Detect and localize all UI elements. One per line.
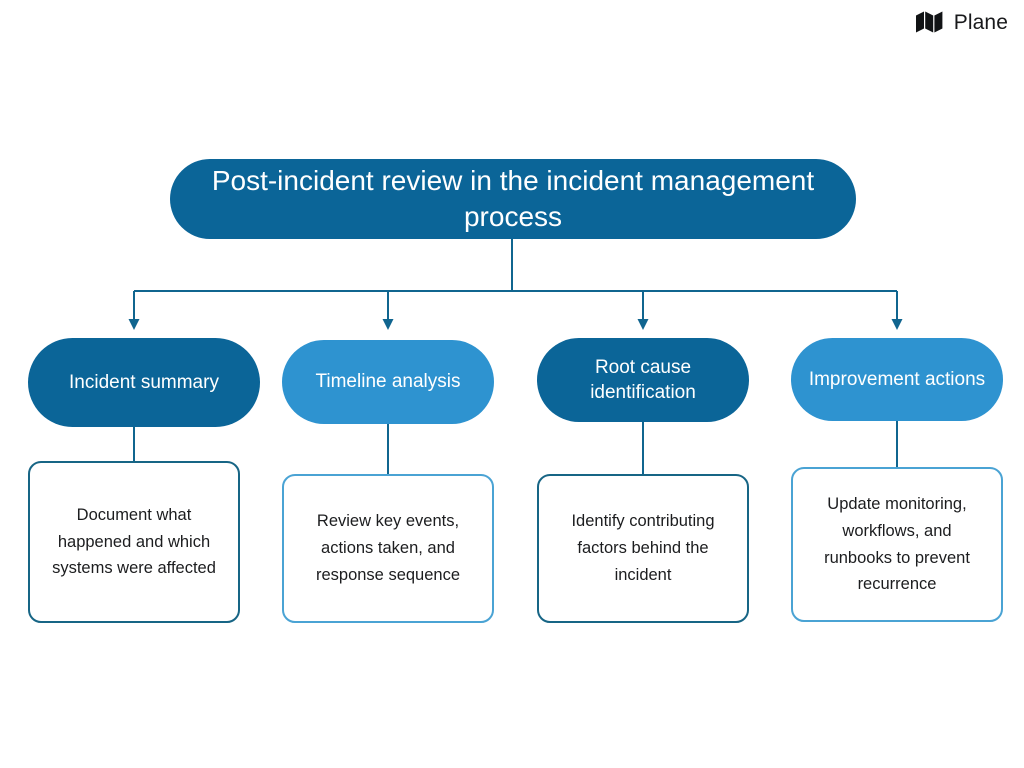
arrowhead-4	[891, 319, 903, 330]
branch-node-incident-summary[interactable]: Incident summary	[28, 338, 260, 427]
branch-node-label: Incident summary	[69, 371, 219, 393]
arrowhead-3	[637, 319, 649, 330]
branch-description-text: Review key events, actions taken, and re…	[315, 512, 461, 584]
page-title: Post-incident review in the incident man…	[211, 165, 815, 232]
branch-node-label: Improvement actions	[808, 368, 986, 390]
branch-node-improvement-actions[interactable]: Improvement actions	[791, 338, 1003, 421]
branch-description-root-cause-identification: Identify contributing factors behind the…	[537, 474, 749, 623]
diagram-title-pill: Post-incident review in the incident man…	[170, 159, 856, 239]
arrowhead-2	[382, 319, 394, 330]
arrowhead-1	[128, 319, 140, 330]
branch-description-text: Identify contributing factors behind the…	[571, 512, 715, 584]
brand-logo: Plane	[915, 10, 1008, 34]
branch-description-incident-summary: Document what happened and which systems…	[28, 461, 240, 623]
branch-description-improvement-actions: Update monitoring, workflows, and runboo…	[791, 467, 1003, 622]
branch-description-text: Update monitoring, workflows, and runboo…	[824, 495, 970, 594]
branch-description-timeline-analysis: Review key events, actions taken, and re…	[282, 474, 494, 623]
branch-node-label: Timeline analysis	[315, 371, 461, 393]
branch-description-text: Document what happened and which systems…	[52, 505, 216, 578]
plane-logo-icon	[915, 11, 943, 33]
branch-node-root-cause-identification[interactable]: Root cause identification	[537, 338, 749, 422]
brand-name: Plane	[953, 10, 1008, 34]
arrowheads	[128, 319, 903, 330]
branch-node-timeline-analysis[interactable]: Timeline analysis	[282, 340, 494, 424]
branch-node-label: Root cause identification	[590, 356, 696, 403]
